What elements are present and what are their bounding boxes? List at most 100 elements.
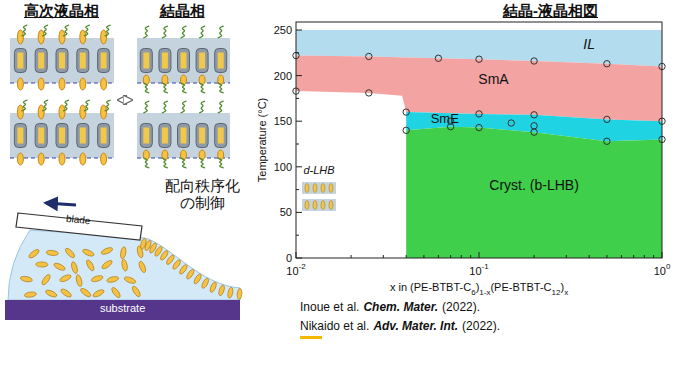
aligned-molecule — [165, 254, 175, 266]
molecule — [123, 276, 136, 285]
alkyl-chain — [162, 26, 168, 38]
axis-title: 1-x — [479, 288, 490, 297]
phase-transition-arrow — [119, 99, 131, 101]
aligned-molecule — [209, 281, 218, 293]
molecule — [28, 248, 41, 259]
alkyl-chain — [162, 158, 168, 168]
axis-title: (PE-BTBT-C — [490, 281, 551, 293]
phase-label: Cryst. (b-LHB) — [489, 177, 578, 193]
molecule-core — [196, 49, 208, 73]
axis-tick — [296, 75, 302, 76]
molecule — [313, 184, 317, 193]
molecule-core — [140, 49, 152, 73]
molecule — [329, 201, 333, 210]
data-point — [366, 53, 372, 59]
phenyl-group — [80, 105, 86, 119]
axis-tick — [438, 255, 439, 258]
molecule-core — [215, 49, 227, 73]
molecule-core — [35, 49, 47, 73]
molecule — [41, 273, 52, 286]
alkyl-chain — [105, 25, 111, 36]
data-point — [531, 112, 537, 118]
alkyl-chain — [181, 83, 187, 93]
tick-label: 10 — [654, 265, 666, 277]
text-group: Inoue et al.Chem. Mater.(2022). — [300, 297, 480, 315]
tick-label: 0 — [286, 252, 292, 265]
alkyl-chain — [162, 83, 168, 93]
data-point — [604, 138, 610, 144]
axis-tick — [633, 255, 634, 258]
molecule-core — [218, 53, 224, 69]
panel-box: 結晶相 — [132, 2, 232, 187]
axis-tick — [296, 30, 302, 31]
molecule-core — [14, 124, 26, 148]
axis-tick — [351, 255, 352, 258]
reference: (2022). — [462, 319, 500, 333]
layer-band — [302, 182, 336, 194]
tick-label: 50 — [280, 206, 292, 219]
molecule — [138, 260, 147, 273]
data-point — [508, 120, 514, 126]
axis-title: 6 — [471, 288, 475, 297]
tick-label: 10 — [469, 265, 481, 277]
alkyl-chain — [63, 25, 69, 36]
molecule — [45, 289, 58, 298]
solution-meniscus — [8, 230, 240, 300]
blade-plate — [16, 213, 142, 240]
phenyl-group — [101, 78, 107, 90]
molecule-core — [159, 49, 171, 73]
aligned-molecule — [218, 284, 226, 296]
molecule — [85, 259, 95, 272]
molecule — [60, 288, 73, 299]
reference: Nikaido et al. — [300, 319, 369, 333]
alkyl-chain — [199, 158, 205, 168]
data-point — [476, 111, 482, 117]
tick-label: 200 — [274, 69, 292, 82]
layer-band — [302, 199, 336, 211]
data-point — [531, 58, 537, 64]
molecule-core — [56, 124, 68, 148]
molecule-core — [218, 128, 224, 144]
axis-tick — [644, 255, 645, 258]
molecule-core — [215, 124, 227, 148]
crystal-region — [406, 127, 662, 258]
molecule — [110, 286, 121, 299]
panel-heading: 結晶相 — [132, 2, 232, 20]
molecule-core — [199, 128, 205, 144]
axis-tick — [653, 255, 654, 258]
axis-tick — [621, 255, 622, 258]
molecule-core — [80, 53, 86, 69]
axis-tick — [479, 252, 480, 258]
reference: Inoue et al. — [300, 300, 359, 314]
axis-tick — [296, 144, 299, 145]
tick-label: 250 — [274, 24, 292, 37]
data-point — [531, 129, 537, 135]
alkyl-chain — [199, 26, 205, 38]
alkyl-chain — [143, 158, 149, 168]
phenyl-group — [38, 30, 44, 44]
alkyl-chain — [63, 100, 69, 111]
molecule — [313, 201, 317, 210]
phenyl-group — [59, 105, 65, 119]
molecule — [36, 262, 48, 267]
tick-label: 0 — [666, 262, 670, 271]
molecule-core — [17, 128, 23, 144]
axis-tick — [296, 212, 302, 213]
phenyl-group — [80, 78, 86, 90]
blade-coating-illustration — [5, 203, 242, 320]
molecule-core — [162, 128, 168, 144]
axis-tick — [589, 255, 590, 258]
text-group: x in (PE-BTBT-C6)1-x(PE-BTBT-C12)x — [390, 277, 568, 297]
molecule — [305, 184, 309, 193]
text-group: Nikaido et al.Adv. Mater. Int.(2022). — [300, 316, 500, 334]
axis-tick — [461, 255, 462, 258]
data-point — [476, 56, 482, 62]
axis-tick — [296, 189, 299, 190]
molecule — [92, 288, 105, 298]
alkyl-chain — [218, 158, 224, 168]
axis-tick — [296, 166, 302, 167]
molecule — [131, 285, 142, 298]
axis-tick — [566, 255, 567, 258]
data-point — [604, 61, 610, 67]
